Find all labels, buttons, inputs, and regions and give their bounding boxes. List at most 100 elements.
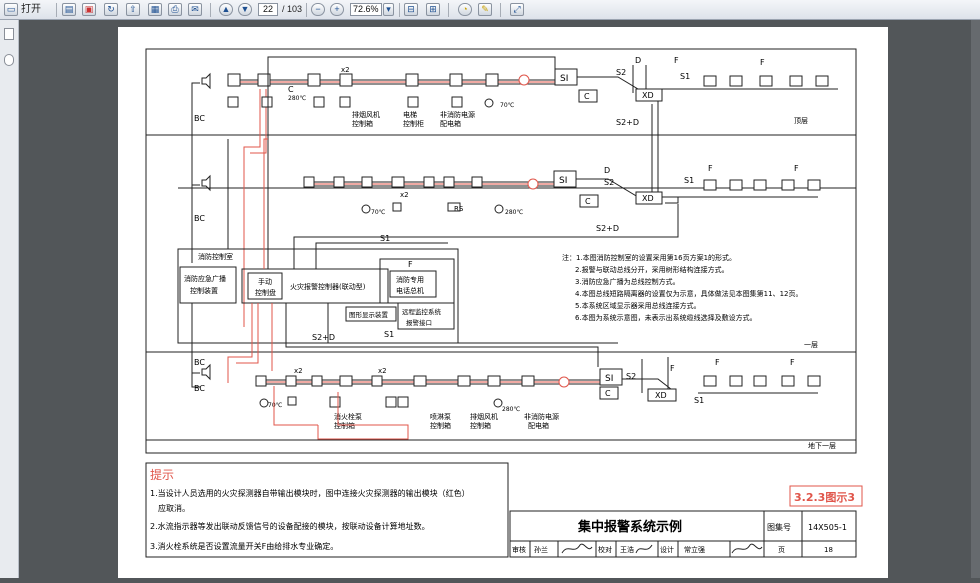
x2-label-basement: x2: [294, 367, 303, 375]
graphic-label: 图形显示装置: [349, 310, 389, 319]
si-label: SI: [560, 74, 568, 84]
print-icon[interactable]: ⎙: [168, 3, 182, 16]
drawing-title: 集中报警系统示例: [577, 519, 682, 535]
next-page-icon[interactable]: ▼: [238, 3, 252, 16]
atlas-label: 图集号: [767, 522, 791, 532]
rs-label: RS: [454, 205, 464, 213]
fire-pump-label: 消火栓泵: [334, 412, 362, 421]
toolbar-separator: [210, 3, 211, 17]
toolbar-separator: [399, 3, 400, 17]
nonfire-power-label-2: 配电箱: [440, 119, 461, 128]
smoke-fan-basement: 排烟风机: [470, 412, 498, 421]
hint-box: [145, 462, 509, 558]
f-label-2: F: [760, 58, 765, 67]
c-label-mid: C: [585, 197, 591, 206]
remote-monitor-box: [397, 302, 455, 330]
save-icon[interactable]: ▤: [62, 3, 76, 16]
document-page: SI C 排烟风机 控制箱 电梯 控制柜 非消防电源 配电箱 280℃ 70℃ …: [118, 27, 888, 578]
c-label-top: C: [288, 85, 294, 94]
upload-icon[interactable]: ⇧: [126, 3, 140, 16]
page-label: 页: [778, 546, 785, 554]
note-line: 5.本系统区域显示器采用总线连接方式。: [575, 301, 701, 310]
control-room-title: 消防控制室: [198, 252, 233, 261]
temp-280-basement: 280℃: [502, 406, 520, 413]
zoom-dropdown-icon[interactable]: ▾: [383, 3, 394, 16]
signature-checker: [635, 544, 653, 554]
toolbar-separator: [306, 3, 307, 17]
f-label-basement: F: [670, 364, 675, 373]
manual-label: 手动: [258, 277, 272, 286]
f-label-mid: F: [708, 164, 713, 173]
d-label-mid: D: [604, 166, 610, 175]
fit-page-icon[interactable]: ⊟: [404, 3, 418, 16]
toolbar-separator: [448, 3, 449, 17]
page-number-input[interactable]: 22: [258, 3, 278, 16]
vertical-scrollbar[interactable]: [971, 20, 980, 578]
x2-label: x2: [341, 66, 350, 74]
bc-label: BC: [194, 114, 205, 123]
f-label-basement-3: F: [790, 358, 795, 367]
xd-label-basement: XD: [655, 391, 667, 400]
bc-label-basement-2: BC: [194, 384, 205, 393]
note-line: 4.本图总线短路隔离器的设置仅为示意，具体做法见本图集第11、12页。: [575, 289, 803, 298]
share-icon[interactable]: ↻: [104, 3, 118, 16]
zoom-in-icon[interactable]: +: [330, 3, 344, 16]
drawing-frame: [145, 48, 857, 454]
design-label: 设计: [660, 545, 674, 554]
signature-reviewer: [561, 543, 593, 554]
c-box-top: [578, 89, 598, 103]
figure-tag: 3.2.3图示3: [794, 491, 855, 504]
broadcast-label-2: 控制装置: [190, 286, 218, 295]
zoom-out-icon[interactable]: −: [311, 3, 325, 16]
f-label: F: [674, 56, 679, 65]
floor-first-label: 一层: [804, 341, 818, 349]
attachments-panel-icon[interactable]: [4, 54, 14, 66]
toolbar-separator: [500, 3, 501, 17]
check-label: 校对: [598, 545, 612, 554]
page-total: / 103: [282, 4, 303, 14]
zoom-input[interactable]: 72.6%: [350, 3, 382, 16]
prev-page-icon[interactable]: ▲: [219, 3, 233, 16]
s1-label-basement: S1: [694, 396, 704, 405]
markup-icon[interactable]: ✎: [478, 3, 492, 16]
email-icon[interactable]: ✉: [188, 3, 202, 16]
remote-label: 远程监控系统: [402, 307, 442, 316]
toolbar: ▭ 打开 ▤ ▣ ↻ ⇧ ▦ ⎙ ✉ ▲ ▼ 22 / 103 − + 72.6…: [0, 0, 980, 20]
s1-label-mid: S1: [684, 176, 694, 185]
comment-icon[interactable]: ◔: [458, 3, 472, 16]
disk-icon[interactable]: ▦: [148, 3, 162, 16]
f-label-room: F: [408, 260, 413, 269]
phone-host-box: [389, 270, 437, 298]
s1-label: S1: [680, 72, 690, 81]
hint-line: 3.消火栓系统是否设置流量开关F由给排水专业确定。: [150, 541, 338, 551]
title-block: [509, 510, 857, 558]
xd-label-mid: XD: [642, 194, 654, 203]
navigation-sidebar: [0, 20, 19, 578]
spray-pump-label: 喷淋泵: [430, 412, 451, 421]
open-icon[interactable]: ▭: [4, 3, 18, 16]
phone-label: 消防专用: [396, 275, 424, 284]
hint-line: 应取消。: [158, 503, 190, 513]
top-floor-devices: [227, 73, 499, 108]
broadcast-control-box: [179, 266, 237, 304]
reviewer-name: 孙兰: [534, 545, 548, 554]
page-number: 18: [824, 546, 833, 554]
pages-panel-icon[interactable]: [4, 28, 14, 40]
si-box-mid: [553, 170, 577, 188]
nonfire-power-basement-2: 配电箱: [528, 421, 549, 430]
x2-label-basement-2: x2: [378, 367, 387, 375]
c-label: C: [584, 92, 590, 101]
hint-line: 1.当设计人员选用的火灾探测器自带输出模块时，图中连接火灾探测器的输出模块（红色…: [150, 488, 470, 498]
smoke-fan-basement-2: 控制箱: [470, 421, 491, 430]
toolbar-separator: [56, 3, 57, 17]
note-line: 2.报警与联动总线分开，采用树形结构连接方式。: [575, 265, 729, 274]
manual-panel-box: [247, 272, 283, 300]
smoke-fan-label-2: 控制箱: [352, 119, 373, 128]
fullscreen-icon[interactable]: ⤢: [510, 3, 524, 16]
open-button-label[interactable]: 打开: [21, 4, 41, 15]
f-label-mid-2: F: [794, 164, 799, 173]
floor-basement-label: 地下一层: [808, 441, 836, 450]
si-label-basement: SI: [605, 374, 613, 384]
fit-width-icon[interactable]: ⊞: [426, 3, 440, 16]
create-pdf-icon[interactable]: ▣: [82, 3, 96, 16]
